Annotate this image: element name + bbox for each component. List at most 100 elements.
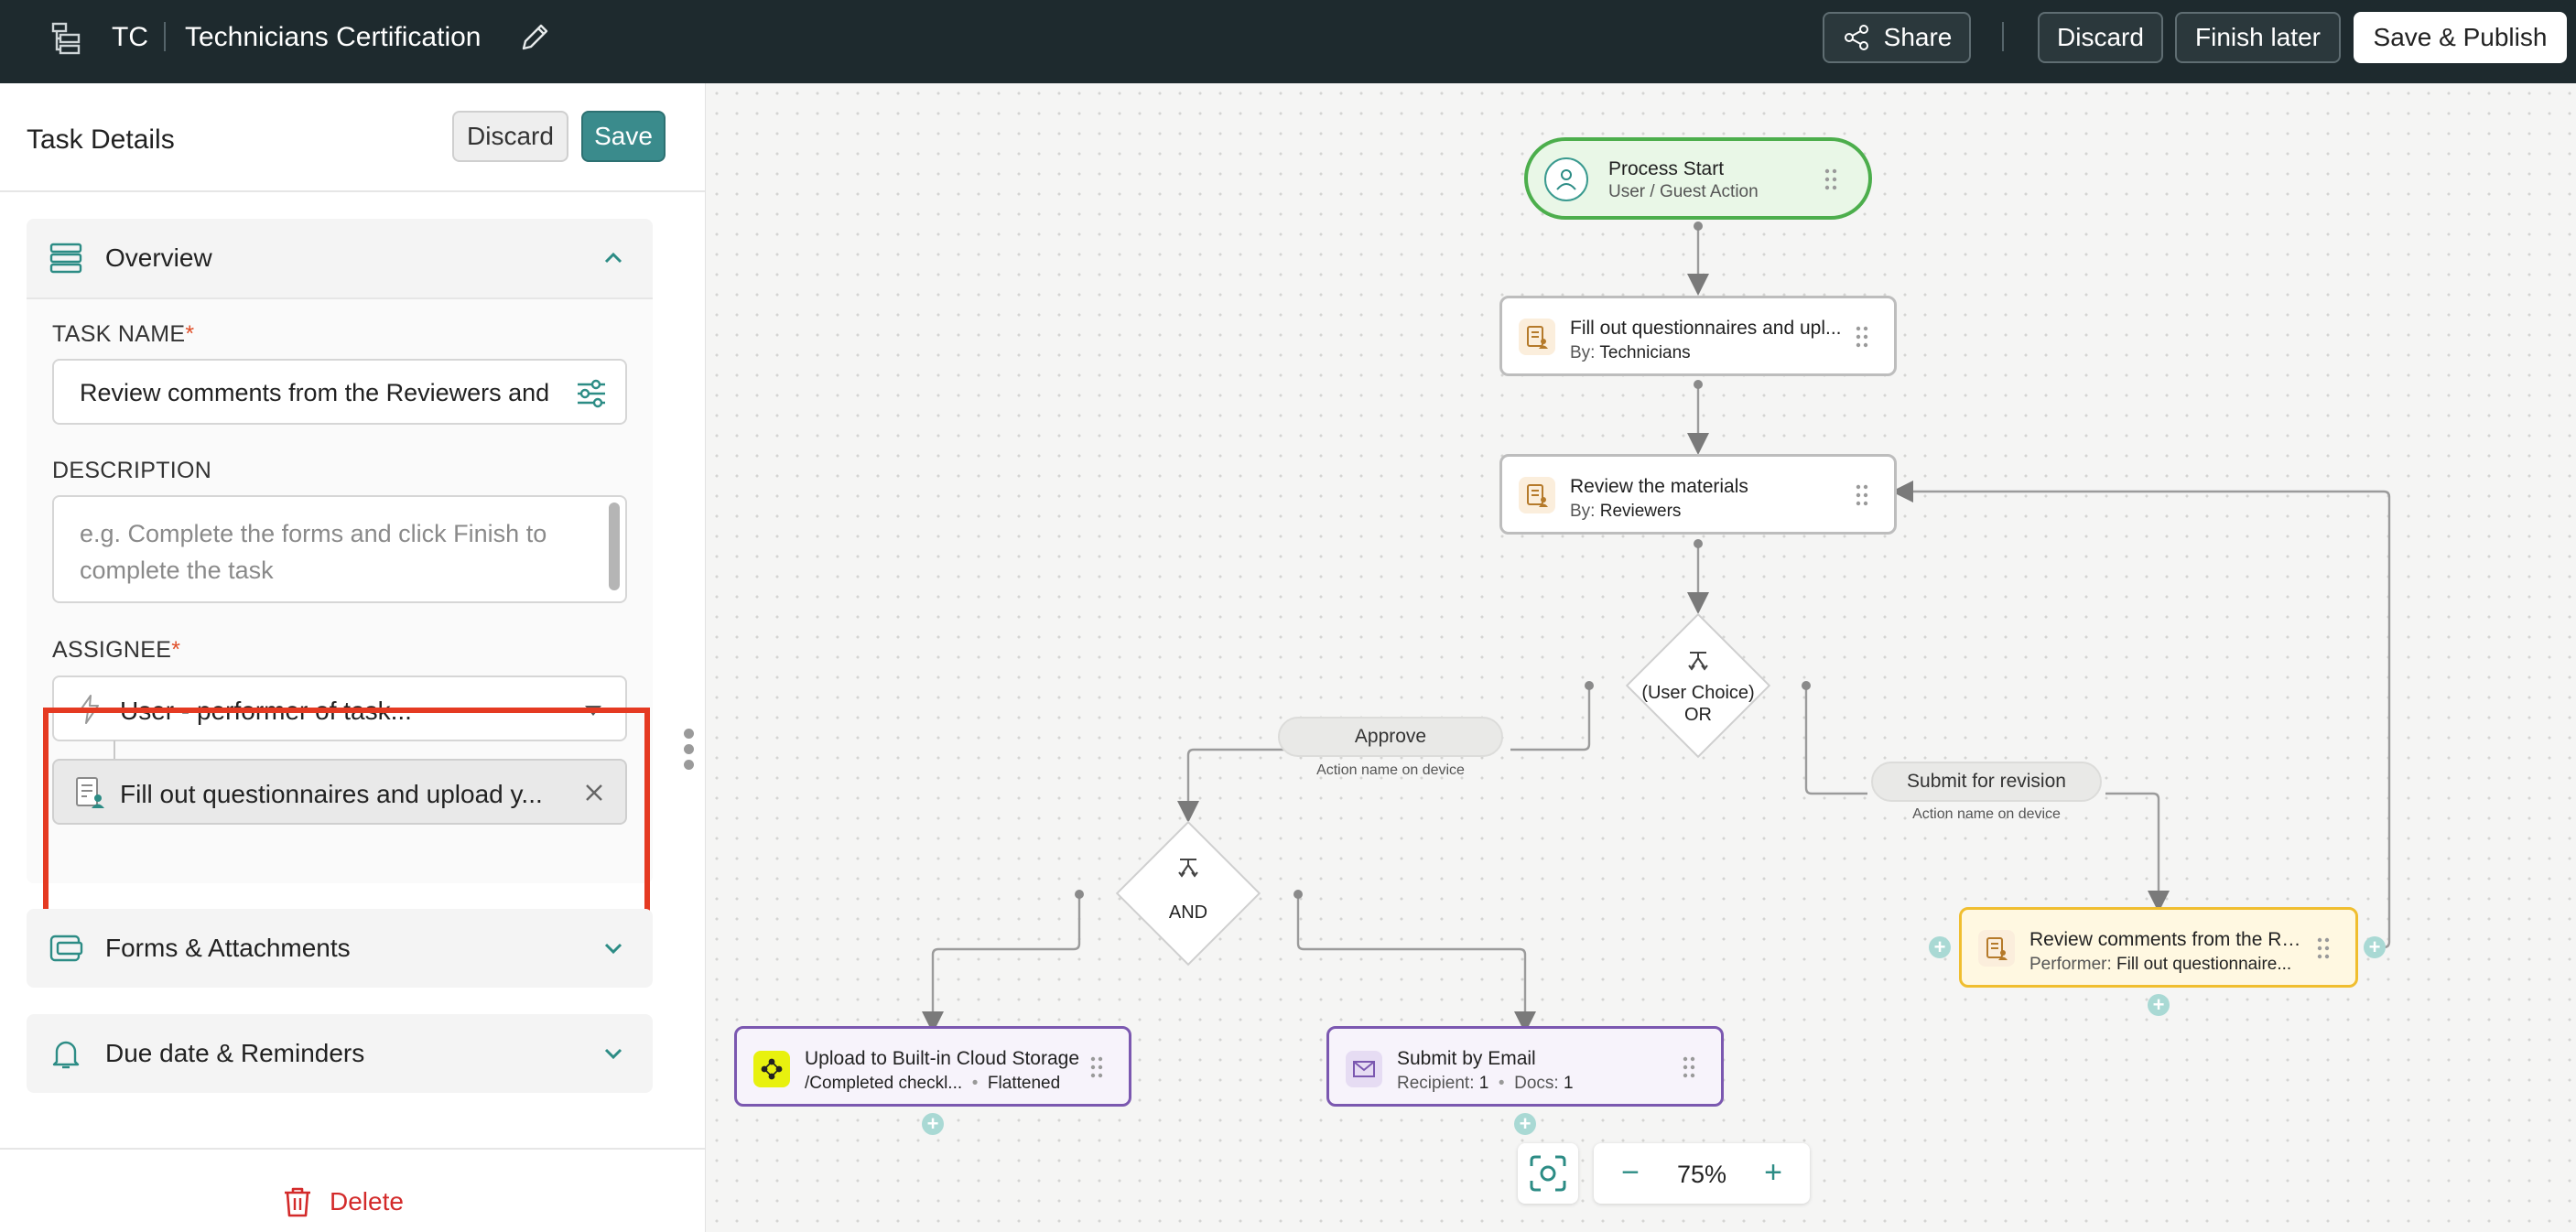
forms-attachments-section[interactable]: Forms & Attachments	[27, 909, 653, 988]
due-date-section[interactable]: Due date & Reminders	[27, 1014, 653, 1093]
panel-resize-handle[interactable]	[684, 729, 695, 774]
add-below-icon[interactable]: +	[2148, 994, 2170, 1016]
process-icon[interactable]	[48, 20, 84, 57]
revision-action-label[interactable]: Submit for revision	[1871, 762, 2102, 802]
add-below-icon[interactable]: +	[1514, 1113, 1536, 1135]
performer-value: Fill out questionnaire...	[2116, 955, 2292, 974]
description-label: DESCRIPTION	[52, 458, 212, 483]
close-icon[interactable]	[583, 782, 605, 804]
by-label: By:	[1570, 502, 1596, 521]
process-title: Technicians Certification	[185, 22, 482, 52]
due-header[interactable]: Due date & Reminders	[27, 1014, 653, 1093]
tune-icon[interactable]	[574, 376, 609, 411]
recipient-label: Recipient:	[1397, 1074, 1475, 1093]
performer-label: Performer:	[2029, 955, 2112, 974]
add-right-icon[interactable]: +	[2364, 936, 2386, 958]
node-title: Submit by Email	[1397, 1048, 1536, 1069]
share-button[interactable]: Share	[1823, 12, 1971, 63]
panel-title: Task Details	[27, 124, 175, 155]
forms-header[interactable]: Forms & Attachments	[27, 909, 653, 988]
task-name-value[interactable]: Review comments from the Reviewers and	[80, 379, 550, 406]
task-node-review-comments[interactable]: Review comments from the Re... Performer…	[1959, 907, 2358, 988]
description-scrollbar[interactable]	[609, 503, 620, 590]
overview-header[interactable]: Overview	[27, 219, 653, 297]
save-publish-button[interactable]: Save & Publish	[2354, 12, 2567, 63]
node-subtitle: Recipient: 1 • Docs: 1	[1397, 1073, 1574, 1095]
panel-save-button[interactable]: Save	[581, 111, 666, 162]
assignee-highlight-box	[43, 708, 650, 918]
add-left-icon[interactable]: +	[1929, 936, 1951, 958]
separator-dot: •	[971, 1074, 979, 1093]
zoom-controls: − 75% +	[1594, 1143, 1810, 1204]
task-icon	[1519, 477, 1555, 513]
forms-label: Forms & Attachments	[105, 934, 351, 962]
share-label: Share	[1883, 23, 1953, 51]
storage-option: Flattened	[987, 1074, 1061, 1093]
storage-path: /Completed checkl...	[805, 1074, 963, 1093]
connector-lines	[922, 222, 2391, 1033]
process-start-node[interactable]: Process Start User / Guest Action	[1524, 137, 1872, 220]
task-node-fill-out[interactable]: Fill out questionnaires and upl... By: T…	[1499, 296, 1897, 376]
gateway-split-icon	[1688, 652, 1708, 671]
chevron-up-icon[interactable]	[601, 246, 625, 270]
bell-icon	[52, 1041, 80, 1069]
node-subtitle: User / Guest Action	[1608, 182, 1759, 201]
drag-handle-icon[interactable]	[1824, 168, 1837, 190]
cloud-storage-icon	[753, 1051, 790, 1087]
overview-label: Overview	[105, 243, 212, 272]
drag-handle-icon[interactable]	[1856, 484, 1868, 506]
node-title: Review the materials	[1570, 476, 1748, 497]
fit-to-screen-button[interactable]	[1518, 1143, 1578, 1204]
revision-action-sub: Action name on device	[1912, 806, 2061, 822]
gateway-split-icon	[1178, 859, 1198, 878]
docs-label: Docs:	[1514, 1074, 1559, 1093]
gateway-mode: OR	[1684, 705, 1712, 725]
required-mark: *	[185, 321, 195, 347]
node-title: Fill out questionnaires and upl...	[1570, 318, 1842, 339]
task-details-panel: Task Details Discard Save Overview TASK …	[0, 83, 706, 1232]
and-gateway-label: AND	[1168, 902, 1208, 923]
node-title: Upload to Built-in Cloud Storage	[805, 1048, 1080, 1069]
node-subtitle: /Completed checkl... • Flattened	[805, 1073, 1060, 1095]
list-icon	[49, 243, 82, 274]
node-title: Process Start	[1608, 158, 1725, 179]
forms-icon	[49, 935, 83, 962]
zoom-in-button[interactable]: +	[1764, 1155, 1782, 1190]
task-name-label: TASK NAME*	[52, 320, 194, 348]
chevron-down-icon[interactable]	[601, 936, 625, 960]
assignee-task-chip[interactable]: Fill out questionnaires and upload y...	[52, 759, 627, 825]
approve-action-label[interactable]: Approve	[1278, 717, 1503, 757]
pencil-icon[interactable]	[516, 19, 553, 56]
chevron-down-icon[interactable]	[601, 1042, 625, 1065]
docs-value: 1	[1564, 1074, 1574, 1093]
workflow-canvas[interactable]: Process Start User / Guest Action Fill o…	[707, 83, 2576, 1232]
finish-later-button[interactable]: Finish later	[2175, 12, 2341, 63]
add-below-icon[interactable]: +	[922, 1113, 944, 1135]
task-user-icon	[76, 777, 104, 808]
task-name-field[interactable]: Review comments from the Reviewers and	[52, 359, 627, 425]
share-icon	[1844, 25, 1868, 50]
task-node-review-materials[interactable]: Review the materials By: Reviewers	[1499, 454, 1897, 535]
separator-dot: •	[1498, 1074, 1505, 1093]
email-icon	[1346, 1051, 1382, 1087]
description-field[interactable]: e.g. Complete the forms and click Finish…	[52, 495, 627, 603]
required-mark: *	[171, 637, 181, 663]
delete-button[interactable]: Delete	[282, 1182, 404, 1222]
by-value: Technicians	[1599, 343, 1691, 362]
drag-handle-icon[interactable]	[1683, 1056, 1695, 1078]
drag-handle-icon[interactable]	[1090, 1056, 1103, 1078]
due-label: Due date & Reminders	[105, 1039, 365, 1067]
by-label: By:	[1570, 343, 1596, 362]
discard-button[interactable]: Discard	[2038, 12, 2163, 63]
description-placeholder: e.g. Complete the forms and click Finish…	[80, 520, 547, 584]
zoom-level: 75%	[1676, 1161, 1727, 1188]
panel-discard-button[interactable]: Discard	[452, 111, 568, 162]
drag-handle-icon[interactable]	[2317, 937, 2330, 959]
by-value: Reviewers	[1599, 502, 1682, 521]
drag-handle-icon[interactable]	[1856, 326, 1868, 348]
zoom-out-button[interactable]: −	[1621, 1155, 1640, 1190]
app-abbreviation: TC	[112, 22, 148, 52]
integration-node-email[interactable]: Submit by Email Recipient: 1 • Docs: 1	[1326, 1026, 1724, 1107]
node-subtitle: By: Technicians	[1570, 342, 1691, 364]
integration-node-upload[interactable]: Upload to Built-in Cloud Storage /Comple…	[734, 1026, 1131, 1107]
